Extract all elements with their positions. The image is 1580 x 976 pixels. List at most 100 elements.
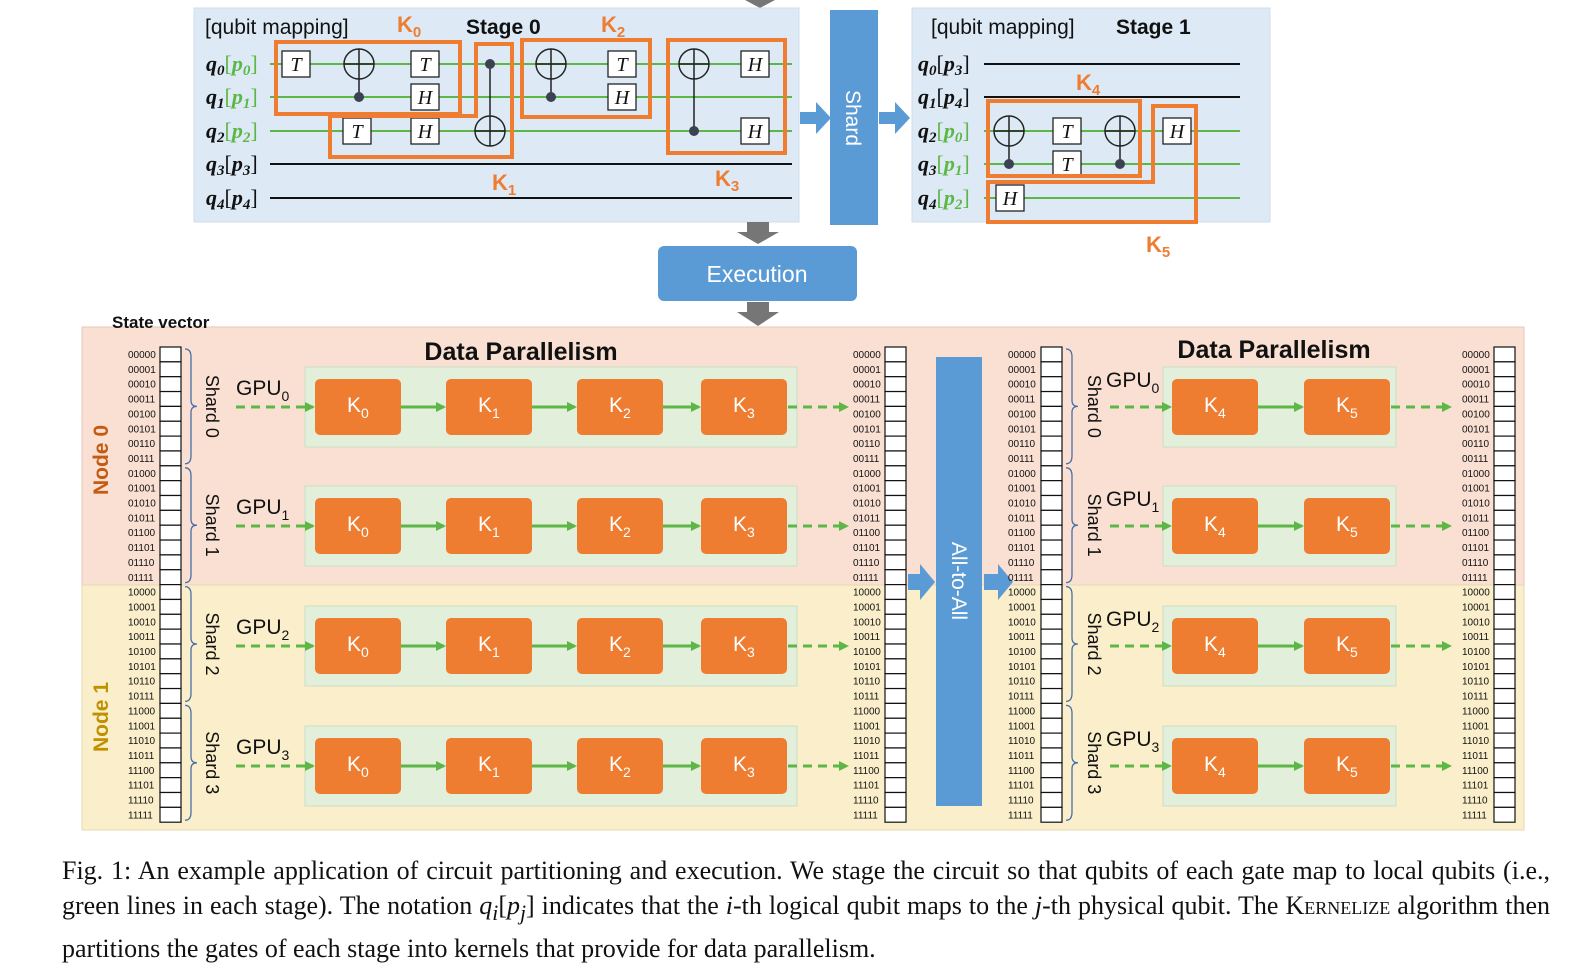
state-index: 01101	[128, 543, 156, 554]
shard-step: Shard	[800, 10, 910, 225]
state-index: 01011	[128, 513, 156, 524]
state-cell	[1040, 524, 1063, 541]
state-index: 11011	[1462, 751, 1489, 762]
state-cell	[1040, 628, 1063, 645]
shard-brace	[184, 704, 198, 821]
kernel-box	[446, 379, 532, 435]
state-index: 10000	[1462, 588, 1490, 599]
state-index: 01000	[853, 469, 881, 480]
state-index: 11011	[853, 751, 880, 762]
gpu-label-left: GPU0	[236, 377, 290, 404]
shard-label: Shard 3	[1084, 731, 1104, 794]
state-index: 00110	[1008, 439, 1036, 450]
state-cell	[159, 628, 182, 645]
gate-t	[607, 50, 637, 78]
gpu-label-right: GPU1	[1106, 488, 1160, 515]
state-cell	[884, 450, 907, 467]
state-index: 00101	[1462, 424, 1490, 435]
state-cell	[884, 524, 907, 541]
cnot-control	[1004, 159, 1014, 169]
state-cell	[159, 376, 182, 393]
state-cell	[1493, 554, 1516, 571]
state-index: 11100	[128, 766, 155, 777]
state-cell	[884, 702, 907, 719]
shard-label: Shard 0	[1084, 375, 1104, 438]
kernel-box	[577, 618, 663, 674]
state-cell	[159, 435, 182, 452]
cnot-control	[546, 92, 556, 102]
state-cell	[1493, 346, 1516, 363]
state-index: 00000	[1008, 350, 1036, 361]
kernel-box-label: K3	[733, 753, 755, 780]
kernel-box	[1172, 738, 1258, 794]
state-cell	[884, 583, 907, 601]
state-cell	[1493, 405, 1516, 422]
state-cell	[159, 687, 182, 704]
state-index: 01010	[853, 499, 881, 510]
qubit-label: q2[p0]	[918, 118, 970, 146]
state-index: 11010	[853, 736, 881, 747]
kernel-box-label: K3	[733, 394, 755, 421]
gate-label: T	[419, 54, 432, 76]
state-index: 11010	[1462, 736, 1490, 747]
kernel-box-label: K4	[1204, 633, 1226, 660]
stage0-title: Stage 0	[466, 16, 541, 39]
caption-fig: Fig. 1:	[62, 856, 132, 885]
state-cell	[159, 450, 182, 467]
state-index: 10101	[128, 662, 156, 673]
state-cell	[884, 420, 907, 437]
state-cell	[1040, 732, 1063, 749]
state-index: 10011	[1008, 632, 1036, 643]
state-index: 11000	[853, 706, 881, 717]
kernel-box	[1172, 618, 1258, 674]
state-cell	[1040, 747, 1063, 764]
state-index: 01101	[1008, 543, 1036, 554]
kernel-box	[1304, 618, 1390, 674]
state-cell	[159, 777, 182, 794]
kernel-box-label: K2	[609, 633, 631, 660]
state-index: 10111	[128, 692, 155, 703]
qubit-label: q1[p1]	[206, 84, 258, 112]
state-index: 01111	[128, 573, 154, 584]
state-index: 01111	[1008, 573, 1034, 584]
state-cell	[1040, 539, 1063, 556]
state-index: 11110	[853, 796, 879, 807]
arrow-right-icon	[800, 102, 831, 134]
state-cell	[159, 702, 182, 719]
state-index: 10000	[853, 588, 881, 599]
state-cell	[1493, 747, 1516, 764]
state-index: 11111	[1008, 810, 1033, 821]
state-index: 00110	[128, 439, 156, 450]
state-cell	[884, 346, 907, 363]
state-cell	[1040, 450, 1063, 467]
state-cell	[159, 732, 182, 749]
state-cell	[1493, 791, 1516, 808]
state-index: 11001	[1008, 721, 1036, 732]
kernel-box	[315, 618, 401, 674]
state-cell	[884, 480, 907, 497]
state-cell	[159, 673, 182, 690]
state-index: 10101	[853, 662, 881, 673]
state-index: 00001	[1008, 365, 1036, 376]
cnot-control	[1115, 159, 1125, 169]
kernel-box-label: K5	[1336, 753, 1358, 780]
state-index: 00100	[128, 409, 156, 420]
node0-label: Node 0	[90, 425, 113, 495]
gate-label: T	[1061, 154, 1074, 176]
gate-h	[410, 83, 440, 111]
kernel-k3-box	[666, 38, 787, 155]
state-index: 11001	[128, 721, 156, 732]
kernel-box-label: K0	[347, 513, 369, 540]
kernel-box	[315, 379, 401, 435]
stage1-title: Stage 1	[1116, 16, 1191, 39]
state-cell	[1040, 554, 1063, 571]
state-index: 11010	[128, 736, 156, 747]
state-index: 10000	[1008, 588, 1036, 599]
state-cell	[1040, 376, 1063, 393]
state-index: 00101	[853, 424, 881, 435]
state-cell	[884, 687, 907, 704]
state-index: 11011	[1008, 751, 1035, 762]
kernel-label: K4	[1076, 70, 1101, 99]
state-index: 00001	[853, 365, 881, 376]
state-index: 10110	[853, 677, 881, 688]
